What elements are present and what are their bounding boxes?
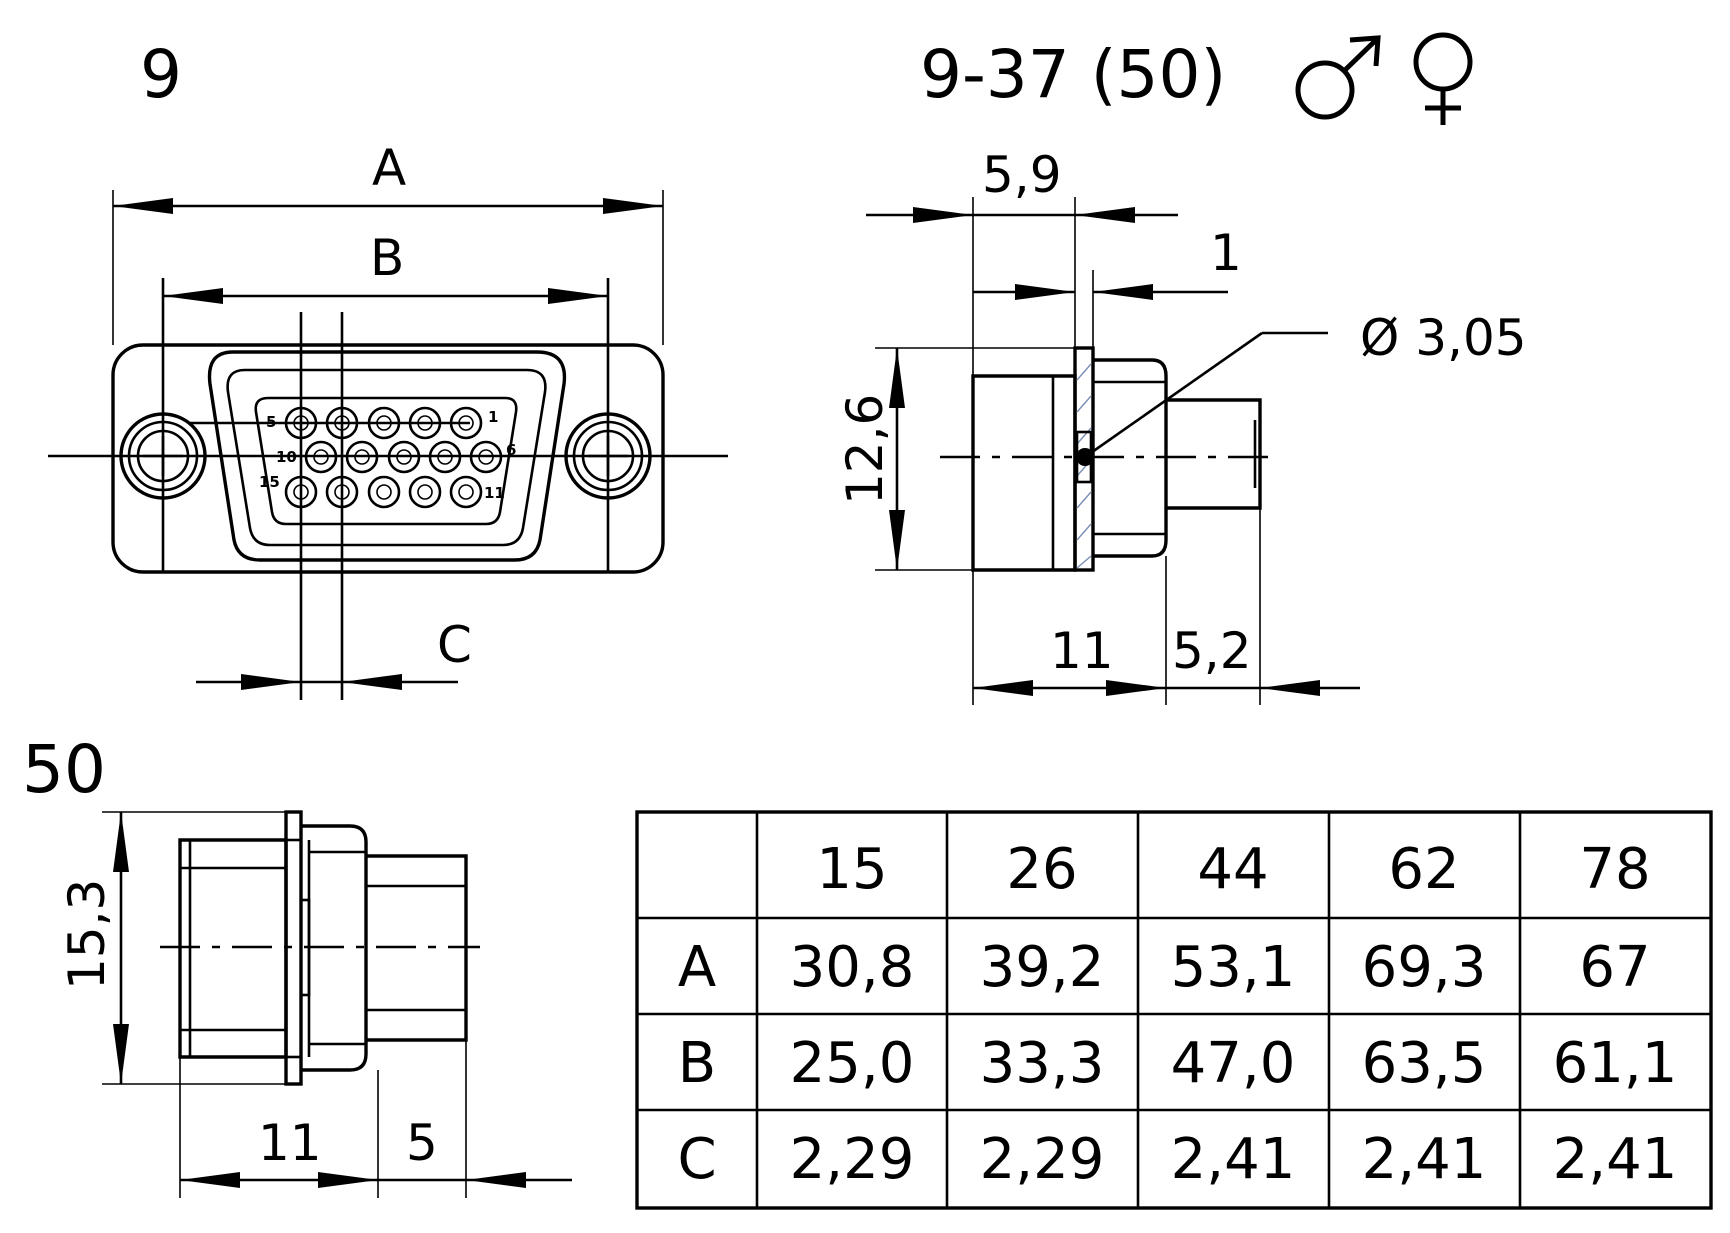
table-cell: 2,41	[1362, 1127, 1487, 1192]
pin-contact	[408, 475, 442, 509]
table-cell: 63,5	[1362, 1031, 1487, 1096]
pin-contact	[449, 475, 483, 509]
table-cell: 61,1	[1553, 1031, 1678, 1096]
pin-contact	[367, 475, 401, 509]
side-view-heading: 9-37 (50)	[920, 36, 1226, 113]
pin-number: 6	[506, 441, 516, 459]
pin-number: 10	[276, 448, 297, 466]
dimension-table: 15 26 44 62 78 A 30,8 39,2 53,1 69,3 67 …	[635, 810, 1713, 1210]
side-dim-flange-label: 5,9	[982, 146, 1062, 204]
pin-contact	[345, 440, 379, 474]
table-cell: 53,1	[1171, 935, 1296, 1000]
pin-number: 11	[484, 484, 505, 502]
pin-contact-inner	[354, 449, 370, 465]
pin-contact-inner	[376, 484, 392, 500]
large-view-heading: 50	[22, 731, 106, 808]
side-dim-body-label: 11	[1050, 622, 1114, 680]
large-dim-body-label: 11	[258, 1114, 322, 1172]
pin-contact	[387, 440, 421, 474]
dimension-b-label: B	[370, 229, 404, 287]
table-cell: 69,3	[1362, 935, 1487, 1000]
table-header-cell: 44	[1197, 837, 1268, 902]
table-row-label: A	[678, 935, 716, 1000]
pin-contact	[428, 440, 462, 474]
table-cell: 2,29	[980, 1127, 1105, 1192]
dimension-c-label: C	[437, 616, 472, 674]
male-symbol-icon	[1295, 35, 1381, 120]
pin-contact	[304, 440, 338, 474]
table-header-cell: 26	[1006, 837, 1077, 902]
table-cell: 33,3	[980, 1031, 1105, 1096]
table-cell: 2,41	[1553, 1127, 1678, 1192]
pin-contact-inner	[458, 484, 474, 500]
table-cell: 2,41	[1171, 1127, 1296, 1192]
large-dim-height-label: 15,3	[58, 879, 116, 990]
pin-number: 1	[488, 408, 498, 426]
side-dim-hole-label: Ø 3,05	[1360, 309, 1527, 367]
pin-contact-inner	[437, 449, 453, 465]
table-cell: 67	[1579, 935, 1650, 1000]
table-cell: 47,0	[1171, 1031, 1296, 1096]
pin-number: 15	[259, 473, 280, 491]
pin-contact-inner	[396, 449, 412, 465]
table-cell: 39,2	[980, 935, 1105, 1000]
table-header-cell: 62	[1388, 837, 1459, 902]
table-cell: 30,8	[790, 935, 915, 1000]
table-row-label: B	[678, 1031, 716, 1096]
pin-contact-inner	[417, 484, 433, 500]
front-view: 5 1 10 6 15 11 A B C	[48, 139, 728, 700]
pin-contact-inner	[313, 449, 329, 465]
female-symbol-icon	[1413, 32, 1473, 125]
table-header-cell: 78	[1579, 837, 1650, 902]
pin-number: 5	[266, 413, 276, 431]
dimension-a-label: A	[372, 139, 406, 197]
table-cell: 25,0	[790, 1031, 915, 1096]
large-view: 15,3 11 5	[58, 810, 572, 1198]
table-cell: 2,29	[790, 1127, 915, 1192]
side-dim-height-label: 12,6	[836, 394, 894, 505]
large-dim-pin-label: 5	[406, 1114, 438, 1172]
table-row-label: C	[677, 1127, 716, 1192]
pin-contact-inner	[478, 449, 494, 465]
front-view-heading: 9	[140, 36, 182, 113]
side-dim-step-label: 1	[1210, 224, 1242, 282]
side-view: 5,9 1 Ø 3,05 12,6 11 5,2	[836, 146, 1527, 705]
pin-contacts	[190, 406, 503, 509]
table-header-cell: 15	[816, 837, 887, 902]
pin-contact	[469, 440, 503, 474]
side-dim-pin-label: 5,2	[1172, 622, 1252, 680]
